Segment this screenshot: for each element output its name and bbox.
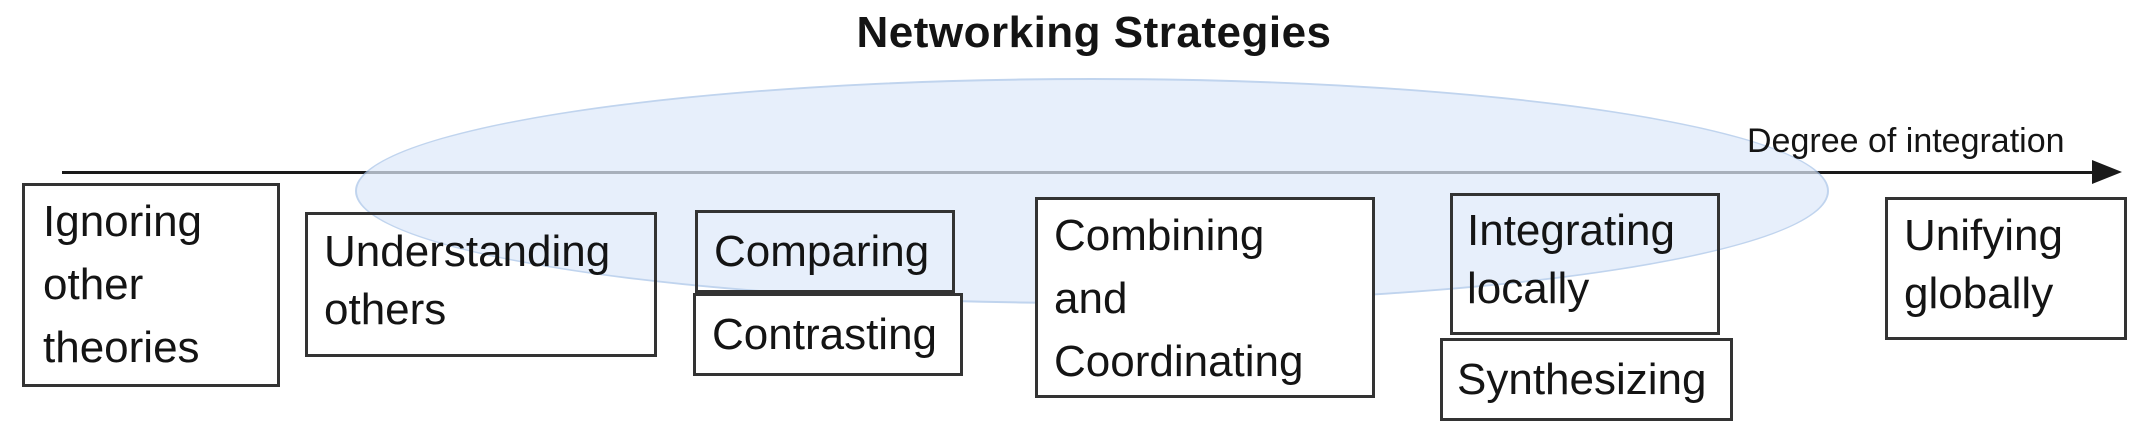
box-ignoring-other-theories: Ignoring other theories [22, 183, 280, 387]
box-contrasting: Contrasting [693, 293, 963, 376]
box-synthesizing: Synthesizing [1440, 338, 1733, 421]
box-comparing: Comparing [695, 210, 955, 293]
box-understanding-others: Understanding others [305, 212, 657, 357]
box-combining-and-coordinating: Combining and Coordinating [1035, 197, 1375, 398]
arrow-head-icon [2092, 160, 2122, 184]
box-unifying-globally: Unifying globally [1885, 197, 2127, 340]
degree-of-integration-label: Degree of integration [1747, 122, 2065, 160]
diagram-title: Networking Strategies [856, 8, 1332, 57]
box-integrating-locally: Integrating locally [1450, 193, 1720, 335]
